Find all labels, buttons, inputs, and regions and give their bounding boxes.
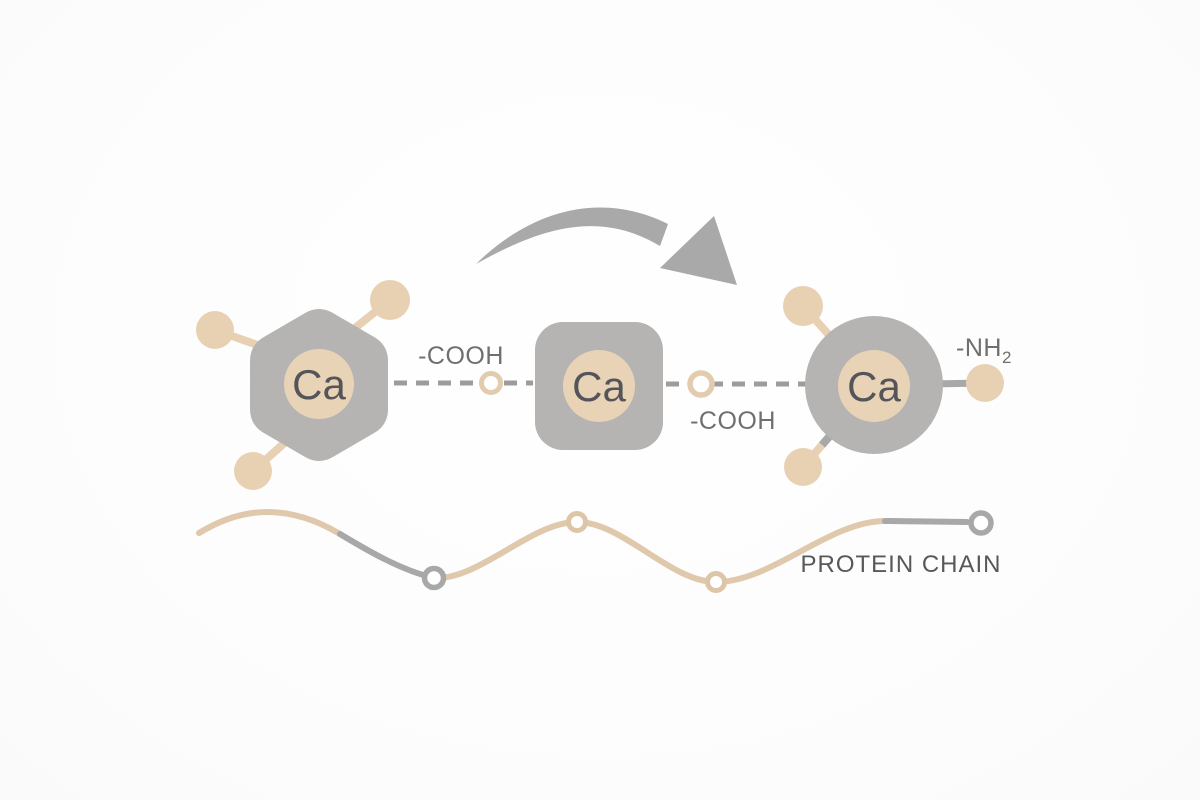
chain-node-ring xyxy=(421,565,447,591)
ion-core xyxy=(563,350,635,422)
protein-chain-wave xyxy=(196,508,994,593)
nh2-main: -NH xyxy=(956,334,1002,362)
ca-node-circle: Ca -NH2 xyxy=(783,286,1012,486)
ca-symbol: Ca xyxy=(572,363,626,410)
ligand-circle xyxy=(234,452,272,490)
chain-node-ring xyxy=(705,571,727,593)
ca-node-square: Ca xyxy=(535,322,663,450)
cooh-label-1: -COOH xyxy=(418,342,504,370)
ligand-circle xyxy=(966,364,1004,402)
ligand-circle xyxy=(196,311,234,349)
chain-segment-tan xyxy=(574,519,719,585)
ca-node-hexagon: Ca xyxy=(196,280,410,490)
ligand-circle xyxy=(783,286,823,326)
chain-node-ring xyxy=(566,511,588,533)
chain-segment-tan xyxy=(196,508,343,537)
ligand-circle xyxy=(784,448,822,486)
bond-connector-1: -COOH xyxy=(394,342,533,395)
arrow-shaft xyxy=(476,207,668,264)
nh2-subscript: 2 xyxy=(1002,348,1012,367)
nh2-label: -NH2 xyxy=(956,334,1012,367)
chain-segment-tan xyxy=(431,519,580,582)
ligand-circle xyxy=(370,280,410,320)
arrow-head xyxy=(660,216,737,285)
protein-chain-label: PROTEIN CHAIN xyxy=(800,551,1001,578)
ca-symbol: Ca xyxy=(292,361,346,408)
chain-segment-gray xyxy=(337,531,437,581)
ion-core xyxy=(284,349,354,419)
cooh-label-2: -COOH xyxy=(690,407,776,435)
bond-connector-2: -COOH xyxy=(666,370,806,435)
chain-segment-gray xyxy=(882,518,970,525)
curved-arrow-icon xyxy=(476,207,737,285)
ca-symbol: Ca xyxy=(847,363,901,410)
chain-segment-tan xyxy=(713,518,888,585)
ion-core xyxy=(838,350,910,422)
bond-ring xyxy=(687,370,715,398)
chain-node-ring xyxy=(968,510,994,536)
bond-ring xyxy=(479,371,503,395)
